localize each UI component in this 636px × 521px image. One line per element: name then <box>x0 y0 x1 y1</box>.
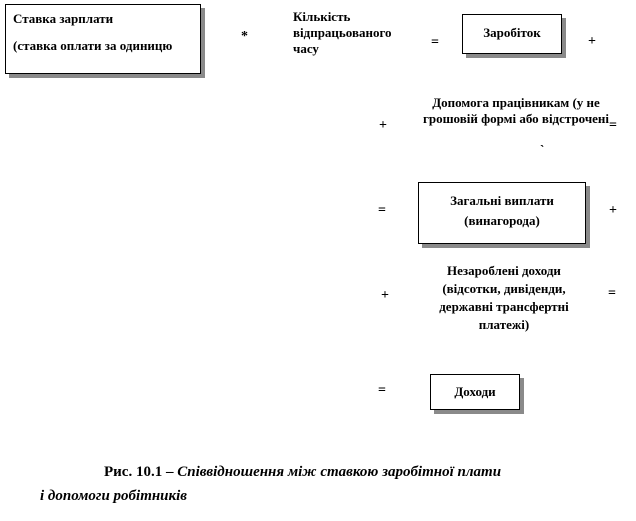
equals-operator-row1: = <box>431 35 439 50</box>
caption-title-line2: і допомоги робітників <box>40 488 187 504</box>
equals-operator-row3: = <box>378 203 386 218</box>
plus-operator-row3: + <box>609 203 617 218</box>
plus-operator-row4: + <box>381 288 389 303</box>
earnings-box: Заробіток <box>462 14 562 54</box>
employee-benefits-label: Допомога працівникам (у не грошовій форм… <box>422 95 610 126</box>
caption-title-line1: Співвідношення між ставкою заробітної пл… <box>177 464 502 480</box>
wage-rate-subtitle: (ставка оплати за одиницю <box>13 38 173 53</box>
wage-rate-title: Ставка зарплати <box>13 11 114 26</box>
equals-operator-row4: = <box>608 286 616 301</box>
income-box: Доходи <box>430 374 520 410</box>
income-label: Доходи <box>454 384 496 399</box>
total-pay-label: Загальні виплати (винагорода) <box>450 193 554 228</box>
caption-prefix: Рис. 10.1 – <box>104 464 178 480</box>
unearned-income-label: Незароблені доходи (відсотки, дивіденди,… <box>439 263 569 332</box>
plus-operator-row1: + <box>588 34 596 49</box>
equals-operator-row2: = <box>609 118 617 133</box>
total-pay-box: Загальні виплати (винагорода) <box>418 182 586 244</box>
wage-rate-box: Ставка зарплати (ставка оплати за одиниц… <box>5 4 201 74</box>
plus-operator-row2: + <box>379 118 387 133</box>
figure-caption: Рис. 10.1 – Співвідношення між ставкою з… <box>40 460 620 508</box>
earnings-label: Заробіток <box>483 25 541 40</box>
stray-mark: ` <box>540 142 545 157</box>
equals-operator-row5: = <box>378 383 386 398</box>
hours-worked-label: Кількість відпрацьованого часу <box>293 9 392 56</box>
multiply-operator: * <box>241 29 248 44</box>
